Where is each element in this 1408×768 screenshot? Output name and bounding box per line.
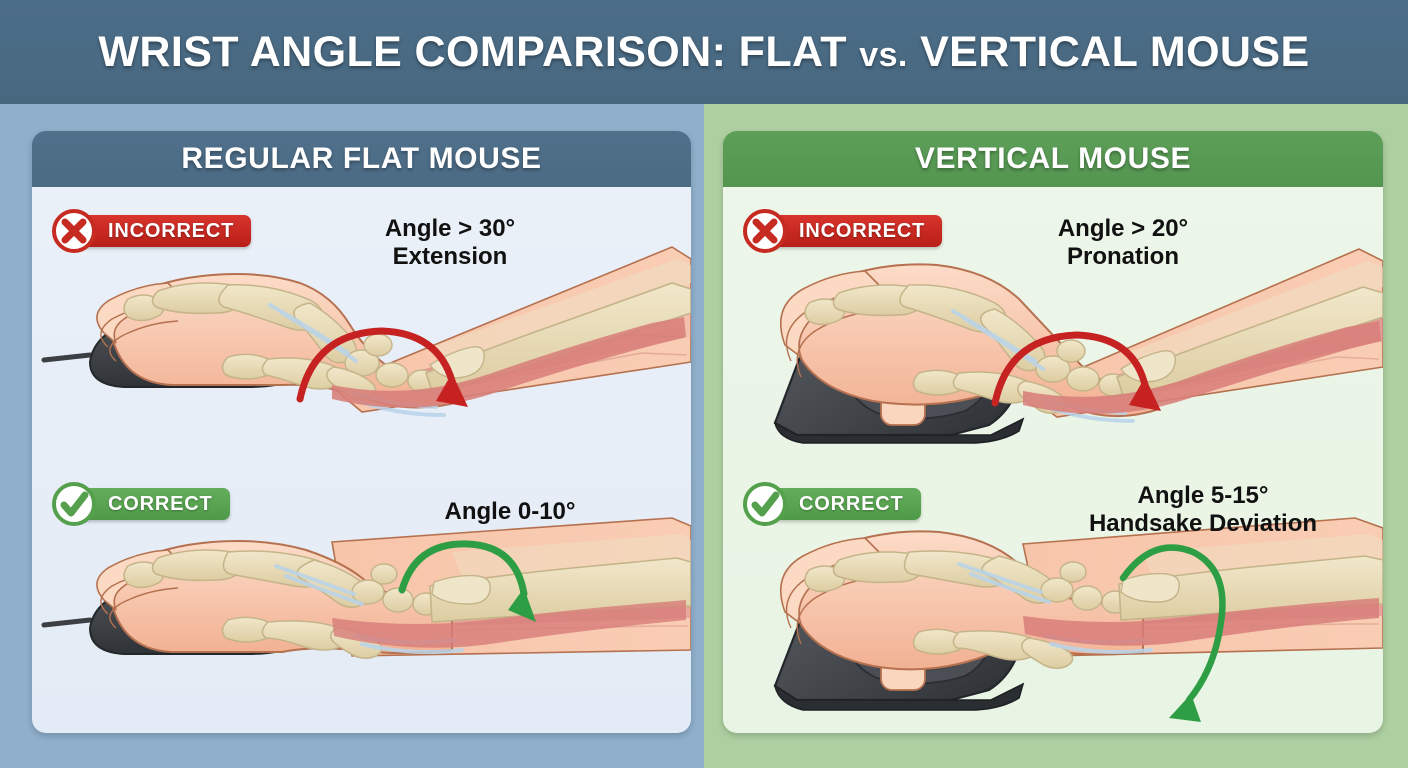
- card-header-flat: REGULAR FLAT MOUSE: [32, 131, 691, 187]
- angle-label-vertical-incorrect: Angle > 20° Pronation: [1023, 215, 1223, 271]
- angle-line-2: Extension: [392, 242, 508, 270]
- angle-label-flat-correct: Angle 0-10°: [410, 498, 610, 526]
- angle-line-1: Angle 0-10°: [444, 498, 576, 525]
- card-flat-mouse: REGULAR FLAT MOUSE: [32, 131, 691, 733]
- card-title-vertical: VERTICAL MOUSE: [914, 142, 1192, 175]
- illustration-vertical-incorrect: [773, 248, 1383, 444]
- angle-label-vertical-correct: Angle 5-15° Handsake Deviation: [1073, 482, 1333, 538]
- angle-line-1: Angle > 30°: [384, 215, 516, 242]
- angle-line-1: Angle > 20°: [1057, 215, 1189, 242]
- card-vertical-mouse: VERTICAL MOUSE: [723, 131, 1383, 733]
- panel-vertical-mouse: VERTICAL MOUSE: [704, 104, 1408, 768]
- comparison-body: REGULAR FLAT MOUSE: [0, 104, 1408, 768]
- angle-line-1: Angle 5-15°: [1137, 482, 1269, 509]
- badge-correct-flat: CORRECT: [52, 482, 230, 526]
- page-title-tail: VERTICAL MOUSE: [907, 27, 1310, 76]
- illustration-flat-correct: [41, 517, 691, 659]
- page-title-main: WRIST ANGLE COMPARISON: FLAT: [98, 27, 860, 76]
- badge-correct-vertical: CORRECT: [743, 482, 921, 526]
- check-circle-icon: [743, 482, 787, 526]
- card-header-vertical: VERTICAL MOUSE: [723, 131, 1383, 187]
- illustration-vertical-correct: [773, 517, 1383, 722]
- card-body-vertical: INCORRECT Angle > 20° Pronation: [723, 187, 1383, 733]
- angle-line-2: Pronation: [1067, 242, 1179, 270]
- check-circle-icon: [52, 482, 96, 526]
- angle-label-flat-incorrect: Angle > 30° Extension: [350, 215, 550, 271]
- badge-label: INCORRECT: [759, 215, 943, 247]
- x-circle-icon: [743, 209, 787, 253]
- badge-label: INCORRECT: [68, 215, 252, 247]
- badge-incorrect-flat: INCORRECT: [52, 209, 252, 253]
- x-circle-icon: [52, 209, 96, 253]
- page-title: WRIST ANGLE COMPARISON: FLAT vs. VERTICA…: [98, 28, 1309, 77]
- badge-incorrect-vertical: INCORRECT: [743, 209, 943, 253]
- page-title-bar: WRIST ANGLE COMPARISON: FLAT vs. VERTICA…: [0, 0, 1408, 104]
- row-vertical-incorrect: INCORRECT Angle > 20° Pronation: [723, 187, 1383, 460]
- illustration-flat-incorrect: [41, 246, 691, 417]
- card-body-flat: INCORRECT Angle > 30° Extension: [32, 187, 691, 733]
- panel-flat-mouse: REGULAR FLAT MOUSE: [0, 104, 704, 768]
- row-vertical-correct: CORRECT Angle 5-15° Handsake Deviation: [723, 460, 1383, 733]
- row-flat-correct: CORRECT Angle 0-10°: [32, 460, 691, 733]
- row-flat-incorrect: INCORRECT Angle > 30° Extension: [32, 187, 691, 460]
- card-title-flat: REGULAR FLAT MOUSE: [181, 142, 542, 175]
- page-title-vs: vs.: [859, 35, 908, 74]
- angle-line-2: Handsake Deviation: [1088, 509, 1318, 537]
